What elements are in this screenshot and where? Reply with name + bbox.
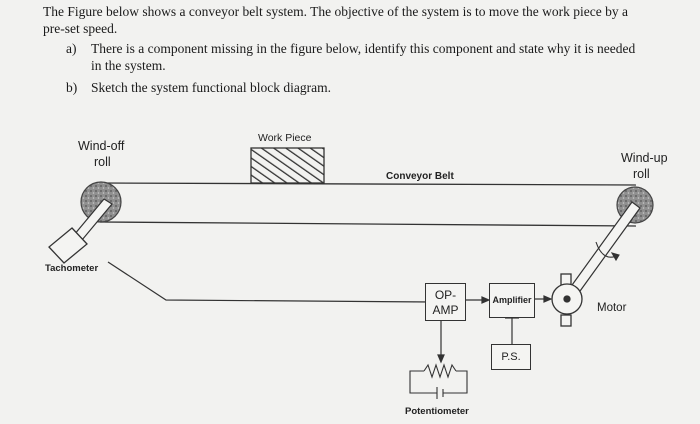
- motor-label: Motor: [597, 302, 627, 314]
- question-line-1: The Figure below shows a conveyor belt s…: [43, 4, 628, 19]
- conveyor-belt: [99, 182, 637, 227]
- potentiometer-label: Potentiometer: [405, 406, 469, 417]
- wind-up-label-1: Wind-up: [621, 151, 668, 165]
- op-amp-label-1: OP-: [434, 288, 457, 302]
- part-b-marker: b): [66, 80, 78, 95]
- ps-block: P.S.: [491, 344, 531, 370]
- ps-to-amplifier-line: [505, 317, 519, 344]
- question-line-2: pre-set speed.: [43, 21, 118, 36]
- work-piece-block: [250, 147, 325, 184]
- tachometer-body: [48, 227, 88, 264]
- part-b-line-1: Sketch the system functional block diagr…: [91, 80, 331, 95]
- part-a-marker: a): [66, 41, 77, 56]
- conveyor-belt-label: Conveyor Belt: [386, 171, 454, 182]
- tachometer-wire: [107, 261, 434, 303]
- wind-up-label-2: roll: [633, 167, 650, 181]
- op-amp-label-2: AMP: [432, 303, 459, 317]
- potentiometer-symbol: [409, 363, 468, 399]
- tachometer-label: Tachometer: [45, 263, 99, 274]
- ps-label: P.S.: [501, 351, 521, 363]
- op-amp-block: OP- AMP: [425, 283, 466, 321]
- wind-off-label-1: Wind-off: [78, 139, 125, 153]
- wind-off-label-2: roll: [94, 155, 111, 169]
- motor-symbol: [551, 273, 583, 327]
- amplifier-to-motor-arrow: [535, 295, 553, 303]
- opamp-to-amplifier-arrow: [465, 296, 491, 304]
- opamp-to-potentiometer-line: [437, 321, 445, 364]
- amplifier-label: Amplifier: [492, 295, 532, 305]
- amplifier-block: Amplifier: [489, 283, 535, 318]
- work-piece-label: Work Piece: [258, 132, 312, 144]
- wind-up-shaft: [566, 201, 641, 299]
- rotation-arrow-icon: [595, 241, 620, 262]
- part-a-line-2: in the system.: [91, 58, 166, 73]
- part-a-line-1: There is a component missing in the figu…: [91, 41, 636, 56]
